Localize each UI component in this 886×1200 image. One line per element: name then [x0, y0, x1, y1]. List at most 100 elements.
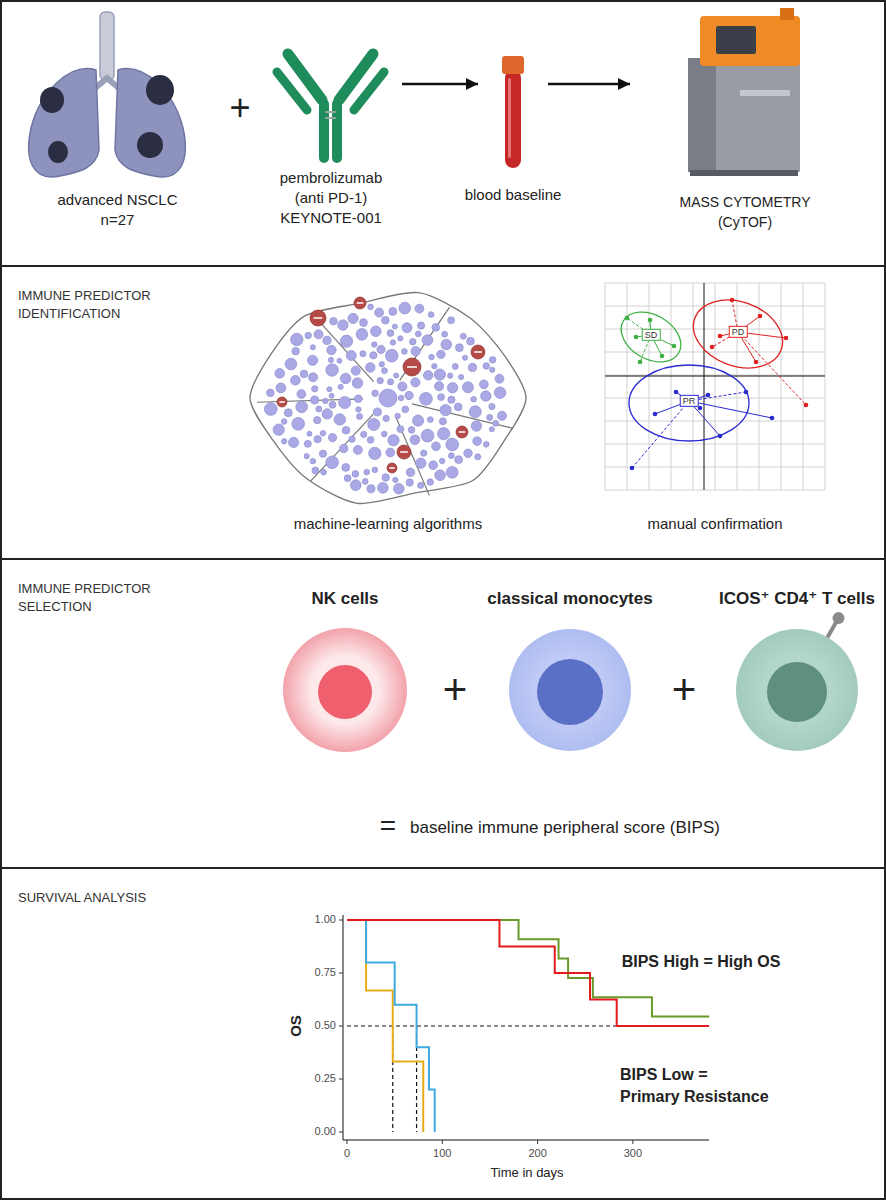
- grid-line: [605, 283, 606, 490]
- network-node: [381, 368, 387, 374]
- network-node: [394, 373, 399, 378]
- axis-tick: [339, 920, 343, 921]
- network-node: [377, 377, 383, 383]
- sample-point: [706, 393, 711, 398]
- network-node: [393, 483, 404, 494]
- network-node: [346, 351, 356, 361]
- network-node: [326, 456, 339, 469]
- antibody-hinge: [326, 112, 335, 118]
- tumor: [146, 75, 174, 105]
- network-node: [379, 389, 397, 407]
- network-node: [340, 373, 350, 383]
- network-node: [429, 461, 438, 470]
- network-node: [398, 336, 403, 341]
- grid-line: [605, 398, 825, 399]
- network-node: [462, 382, 473, 393]
- plot-axis: [605, 376, 825, 377]
- section-band: IMMUNE PREDICTOR IDENTIFICATIONmachine-l…: [0, 265, 886, 558]
- plus-sign: +: [443, 665, 468, 715]
- caption-text: MASS CYTOMETRY: [680, 192, 811, 212]
- tube-highlight: [508, 78, 511, 158]
- axis-tick-label: 100: [433, 1147, 451, 1160]
- predictor-mark: [400, 451, 408, 453]
- sample-point: [758, 314, 763, 319]
- network-node: [402, 323, 412, 333]
- network-node: [489, 357, 496, 364]
- network-node: [467, 337, 475, 345]
- network-node: [350, 480, 361, 491]
- machine-body: [688, 58, 800, 172]
- network-node: [471, 421, 481, 431]
- network-node: [342, 463, 350, 471]
- network-node: [300, 370, 308, 378]
- cluster-outline: [250, 292, 526, 503]
- score-label: baseline immune peripheral score (BIPS): [410, 818, 720, 838]
- cell-drawing: [270, 588, 420, 788]
- network-node: [408, 427, 415, 434]
- network-node: [351, 366, 360, 375]
- predictor-mark: [474, 351, 482, 353]
- network-node: [490, 367, 495, 372]
- cell-name: ICOS⁺ CD4⁺ T cells: [719, 588, 875, 610]
- axis-title: OS: [287, 1015, 305, 1037]
- network-node: [415, 304, 424, 313]
- network-node: [494, 387, 506, 399]
- network-node: [330, 317, 337, 324]
- sample-point: [674, 390, 679, 395]
- sample-caption: blood baseline: [478, 40, 548, 205]
- flow-arrow: [402, 83, 478, 86]
- network-node: [371, 326, 382, 337]
- network-node: [421, 429, 434, 442]
- network-node: [388, 435, 399, 446]
- cluster-divider: [311, 414, 373, 481]
- network-node: [421, 450, 427, 456]
- network-node: [327, 345, 336, 354]
- network-node: [348, 313, 358, 323]
- survival-curve: [347, 920, 423, 1132]
- axis-tick-label: 1.00: [315, 913, 336, 926]
- network-node: [390, 340, 395, 345]
- grid-line: [605, 421, 825, 422]
- network-node: [297, 390, 306, 399]
- drug-caption: pembrolizumab(anti PD-1)KEYNOTE-001: [260, 20, 402, 228]
- network-node: [292, 347, 299, 354]
- network-node: [392, 324, 397, 329]
- grid-line: [693, 283, 694, 490]
- network-node: [267, 389, 275, 397]
- network-node: [452, 363, 458, 369]
- annotation: BIPS High = High OS: [622, 952, 781, 971]
- sample-point: [698, 406, 703, 411]
- network-node: [323, 398, 329, 404]
- network-node: [329, 401, 336, 408]
- axis-tick: [339, 973, 343, 974]
- tumor: [40, 87, 64, 113]
- network-illustration: [250, 292, 526, 503]
- network-node: [464, 449, 472, 457]
- network-node: [387, 463, 397, 473]
- network-node: [410, 339, 417, 346]
- network-node: [312, 467, 319, 474]
- survival-curve: [347, 920, 709, 1026]
- left-lung: [29, 69, 99, 177]
- axis-title: Time in days: [490, 1165, 563, 1181]
- network-node: [362, 479, 368, 485]
- network-node: [432, 324, 440, 332]
- network-node: [439, 458, 444, 463]
- caption-text: pembrolizumab: [280, 168, 383, 188]
- network-node: [438, 428, 450, 440]
- panel-heading: IMMUNE PREDICTOR SELECTION: [18, 580, 188, 616]
- axis-tick-label: 200: [528, 1147, 546, 1160]
- grid-line: [605, 444, 825, 445]
- antibody-light-chain: [277, 72, 307, 110]
- network-node: [432, 442, 441, 451]
- network-node: [439, 418, 446, 425]
- axis-tick-label: 0.00: [315, 1125, 336, 1138]
- network-node: [320, 431, 325, 436]
- network-node: [398, 382, 407, 391]
- network-node: [428, 312, 434, 318]
- grid-line: [605, 352, 825, 353]
- cell-drawing: [712, 588, 882, 788]
- network-node: [411, 347, 420, 356]
